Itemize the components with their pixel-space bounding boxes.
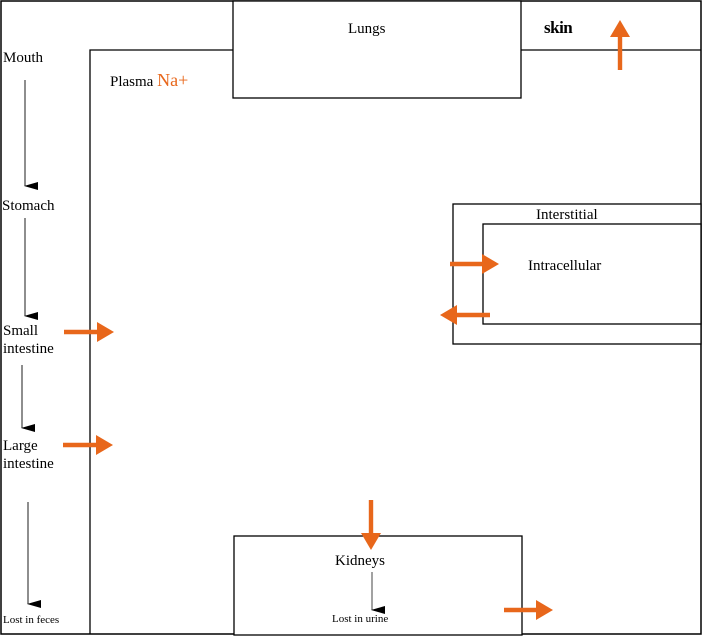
small-intestine-to-plasma-arrow-shaft bbox=[64, 329, 97, 335]
plasma-to-skin-arrow-head bbox=[610, 20, 630, 37]
kidneys-out-arrow-shaft bbox=[504, 607, 536, 613]
plasma-left-boundary bbox=[89, 49, 233, 634]
plasma-label: Plasma Na+ bbox=[110, 71, 188, 91]
interstitial-to-intracellular-arrow-head bbox=[482, 254, 499, 274]
kidneys-out-arrow-head bbox=[536, 600, 553, 620]
urine-output-label: Lost in urine bbox=[332, 613, 389, 625]
plasma-to-skin-arrow-shaft bbox=[617, 37, 623, 70]
plasma-to-kidneys-arrow-head bbox=[361, 533, 381, 550]
flow-arrows bbox=[63, 20, 630, 620]
interstitial-label: Interstitial bbox=[536, 207, 598, 223]
gi-step-small-intestine-label-line1: Small bbox=[3, 323, 39, 339]
large-intestine-to-plasma-arrow-head bbox=[96, 435, 113, 455]
sodium-ion-label: Na+ bbox=[157, 70, 189, 90]
intracellular-box bbox=[482, 223, 702, 325]
intracellular-to-interstitial-arrow-shaft bbox=[457, 312, 490, 318]
kidneys-label: Kidneys bbox=[335, 553, 385, 569]
interstitial-to-intracellular-arrow bbox=[450, 254, 499, 274]
gi-step-stomach-label: Stomach bbox=[2, 198, 55, 214]
skin-label: skin bbox=[544, 18, 573, 37]
gi-step-mouth-label: Mouth bbox=[3, 50, 44, 66]
small-intestine-to-plasma-arrow-head bbox=[97, 322, 114, 342]
kidneys-box bbox=[233, 535, 523, 636]
lungs-label: Lungs bbox=[348, 21, 386, 37]
intracellular-to-interstitial-arrow-head bbox=[440, 305, 457, 325]
lungs-box bbox=[232, 0, 522, 99]
large-intestine-to-plasma-arrow bbox=[63, 435, 113, 455]
plasma-to-kidneys-arrow bbox=[361, 500, 381, 550]
plasma-to-skin-arrow bbox=[610, 20, 630, 70]
interstitial-to-intracellular-arrow-shaft bbox=[450, 261, 482, 267]
intracellular-label: Intracellular bbox=[528, 258, 602, 274]
small-intestine-to-plasma-arrow bbox=[64, 322, 114, 342]
large-intestine-to-plasma-arrow-shaft bbox=[63, 442, 96, 448]
gi-step-large-intestine-label-line2: intestine bbox=[3, 456, 54, 472]
intracellular-to-interstitial-arrow bbox=[440, 305, 490, 325]
gi-step-large-intestine-label-line1: Large bbox=[3, 438, 38, 454]
plasma-name: Plasma bbox=[110, 74, 154, 90]
kidneys-out-arrow bbox=[504, 600, 553, 620]
feces-output-label: Lost in feces bbox=[3, 614, 60, 626]
gi-step-small-intestine-label-line2: intestine bbox=[3, 341, 54, 357]
plasma-to-kidneys-arrow-shaft bbox=[368, 500, 374, 533]
